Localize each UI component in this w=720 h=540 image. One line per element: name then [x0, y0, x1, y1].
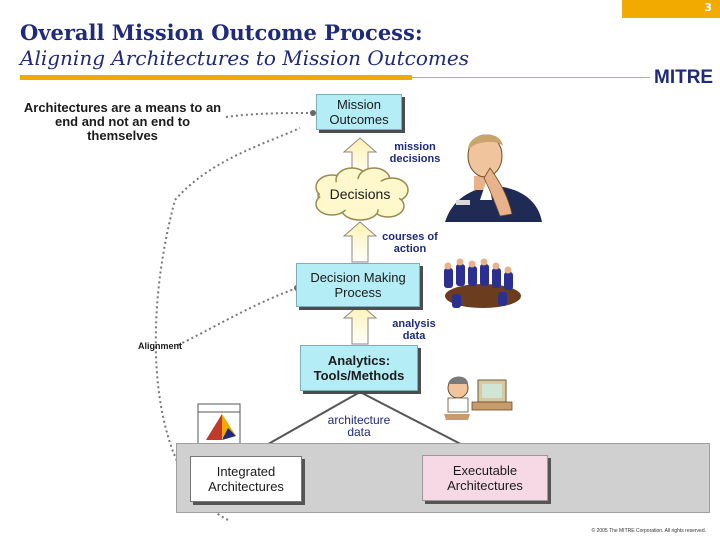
tagline-connector-end — [310, 110, 316, 116]
mission-decisions-label: mission decisions — [389, 141, 441, 165]
alignment-connector — [177, 287, 298, 346]
architecture-data-label: architecture data — [327, 413, 391, 439]
analyst-illustration — [444, 376, 513, 420]
decisions-cloud — [315, 167, 409, 221]
decision-making-process-node: Decision Making Process — [296, 263, 420, 307]
analysis-data-label: analysis data — [392, 318, 436, 342]
decisions-node: Decisions — [329, 185, 391, 202]
arrow-process-to-decisions — [342, 221, 378, 263]
courses-of-action-label: courses of action — [382, 231, 438, 255]
slide-title: Overall Mission Outcome Process: — [20, 20, 423, 45]
header-rule — [412, 77, 650, 78]
integrated-architectures-node: Integrated Architectures — [190, 456, 302, 502]
mitre-logo: MITRE — [654, 67, 714, 88]
tagline-connector — [225, 112, 314, 118]
alignment-label: Alignment — [138, 341, 182, 351]
slide-subtitle: Aligning Architectures to Mission Outcom… — [20, 46, 469, 70]
copyright-notice: © 2005 The MITRE Corporation. All rights… — [591, 528, 706, 534]
page-number-bar: 3 — [622, 0, 720, 18]
page-number: 3 — [704, 1, 712, 14]
meeting-illustration — [444, 258, 521, 308]
executable-architectures-node: Executable Architectures — [422, 455, 548, 501]
tagline: Architectures are a means to an end and … — [23, 100, 222, 143]
arrow-analytics-to-process — [342, 303, 378, 345]
mission-outcomes-node: Mission Outcomes — [316, 94, 402, 130]
decision-maker-illustration — [445, 134, 542, 222]
title-underline — [20, 75, 412, 80]
analytics-node: Analytics: Tools/Methods — [300, 345, 418, 391]
architecture-document-icon — [197, 403, 241, 447]
